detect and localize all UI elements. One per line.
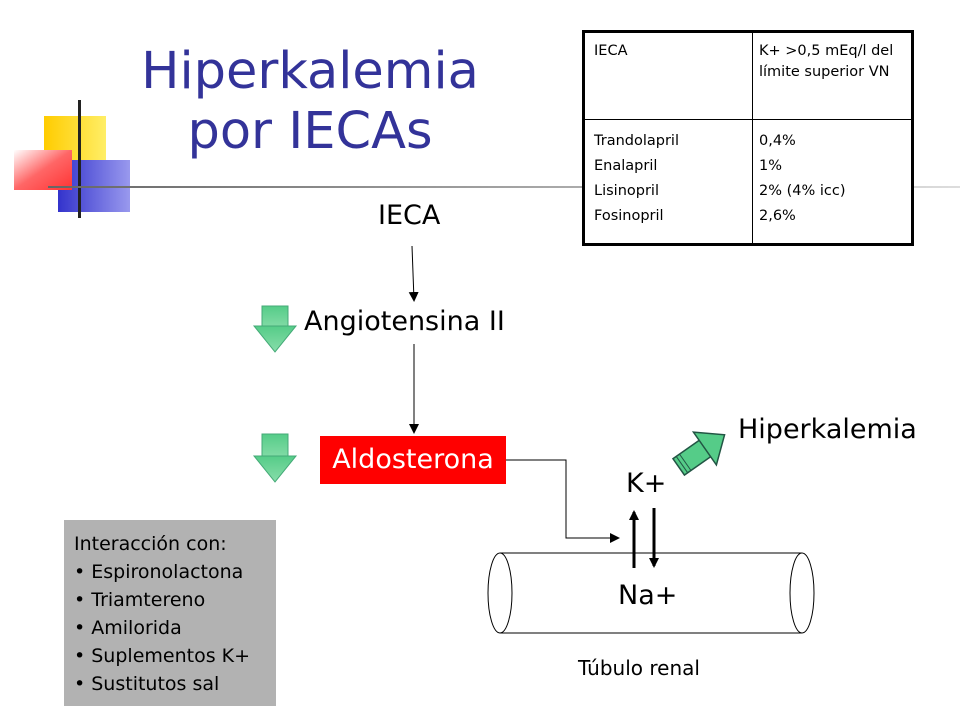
- logo-square-red: [14, 150, 72, 190]
- node-ieca: IECA: [378, 200, 441, 231]
- table-drug: Trandolapril: [594, 133, 679, 149]
- ieca-table: IECA K+ >0,5 mEq/l del límite superior V…: [582, 30, 914, 246]
- renal-tubule: [487, 552, 815, 634]
- list-item: Amilorida: [74, 614, 276, 642]
- list-item: Sustitutos sal: [74, 670, 276, 698]
- table-header-k: K+ >0,5 mEq/l del límite superior VN: [759, 43, 894, 80]
- node-k: K+: [626, 468, 667, 499]
- node-aldosterona: Aldosterona: [320, 436, 506, 484]
- green-down-arrow-1: [252, 305, 298, 353]
- table-drug-list: Trandolapril Enalapril Lisinopril Fosino…: [594, 129, 744, 229]
- node-hiperkalemia: Hiperkalemia: [738, 414, 917, 445]
- logo-line-horizontal: [48, 186, 960, 188]
- table-drug: Lisinopril: [594, 183, 659, 199]
- table-value: 0,4%: [759, 133, 796, 149]
- interaction-header: Interacción con:: [74, 533, 227, 555]
- page-title: Hiperkalemia por IECAs: [100, 42, 520, 162]
- list-item: Suplementos K+: [74, 642, 276, 670]
- title-line-1: Hiperkalemia: [141, 42, 479, 101]
- node-na: Na+: [618, 580, 678, 611]
- arrow-aldosterona-to-tubule: [506, 459, 620, 543]
- interaction-box: Interacción con: Espironolactona Triamte…: [64, 520, 276, 706]
- list-item: Triamtereno: [74, 586, 276, 614]
- table-column-divider: [752, 33, 753, 243]
- arrow-ieca-to-angiotensina: [408, 245, 419, 302]
- title-line-2: por IECAs: [187, 102, 433, 161]
- green-down-arrow-2: [252, 433, 298, 483]
- table-drug: Fosinopril: [594, 208, 664, 224]
- table-value: 2,6%: [759, 208, 796, 224]
- interaction-list: Espironolactona Triamtereno Amilorida Su…: [74, 558, 276, 698]
- node-angiotensina: Angiotensina II: [304, 306, 505, 337]
- logo-line-vertical: [78, 100, 81, 218]
- list-item: Espironolactona: [74, 558, 276, 586]
- table-drug: Enalapril: [594, 158, 658, 174]
- table-header-ieca: IECA: [594, 43, 628, 59]
- table-row-divider: [585, 119, 911, 120]
- table-value-list: 0,4% 1% 2% (4% icc) 2,6%: [759, 129, 909, 229]
- green-diagonal-arrow: [671, 431, 726, 477]
- tubulo-label: Túbulo renal: [578, 656, 700, 680]
- table-value: 2% (4% icc): [759, 183, 846, 199]
- table-value: 1%: [759, 158, 783, 174]
